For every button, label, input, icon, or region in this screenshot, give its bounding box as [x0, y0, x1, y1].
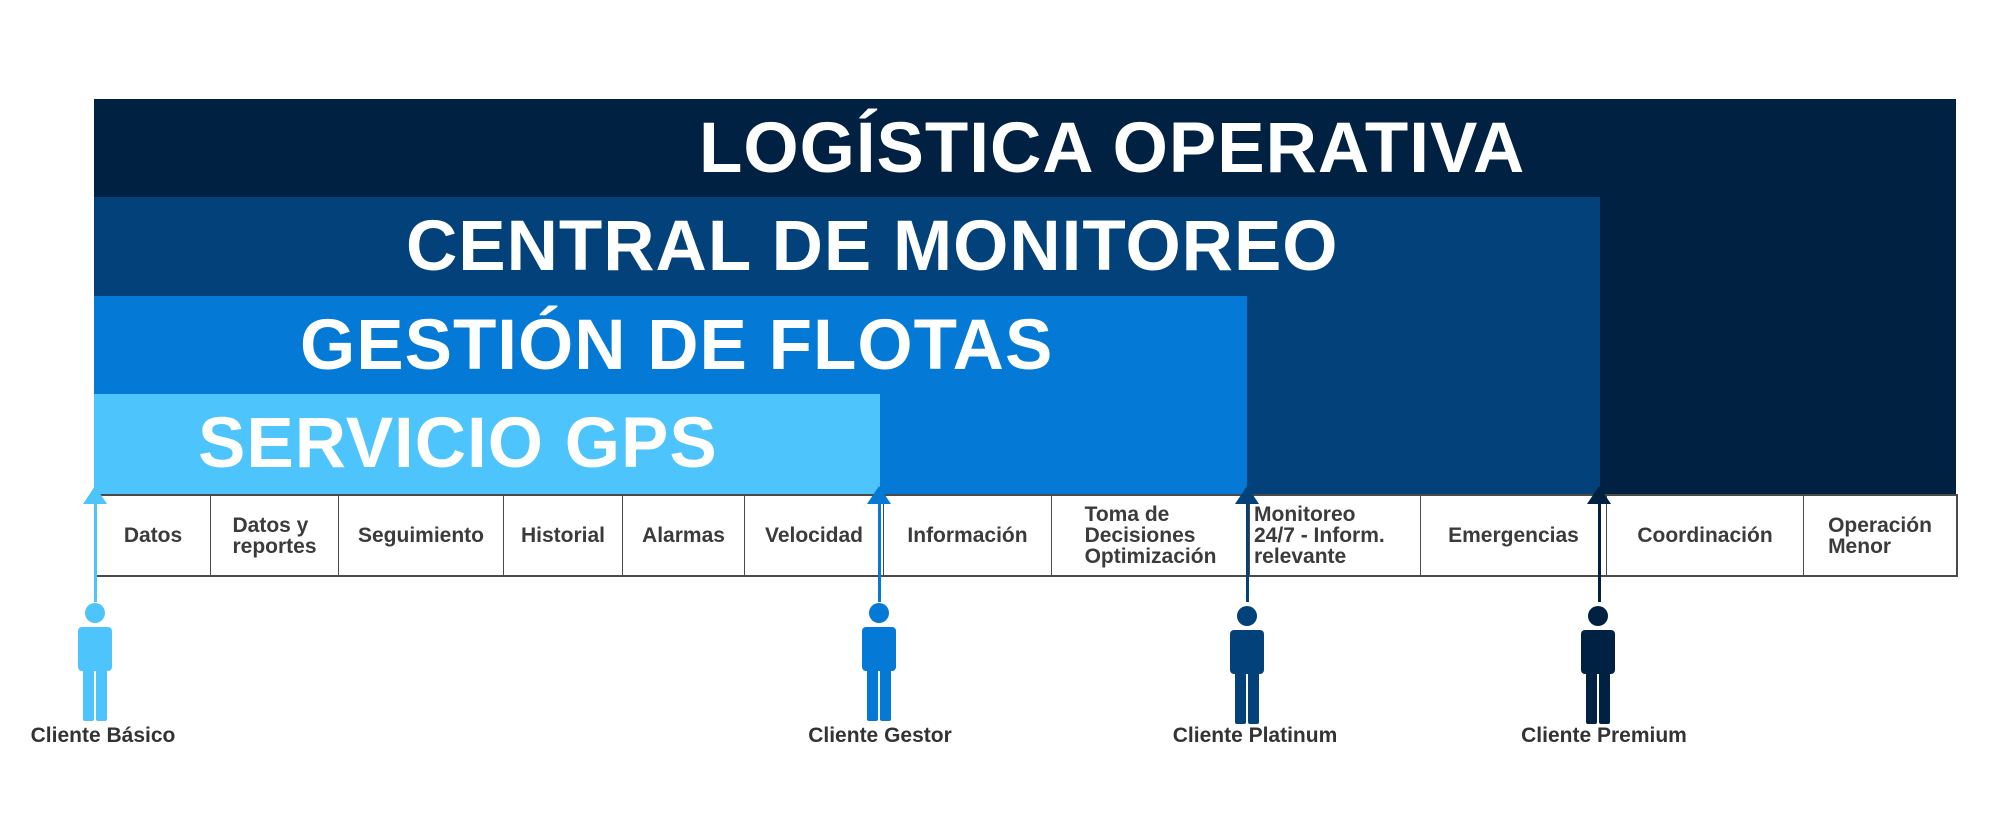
feature-cell: Seguimiento [339, 496, 504, 575]
layer-title-logistica-operativa: LOGÍSTICA OPERATIVA [699, 109, 1526, 188]
person-icon [859, 603, 899, 721]
arrow-up-icon [1587, 486, 1611, 602]
layer-servicio-gps: SERVICIO GPS [94, 394, 880, 495]
feature-cell: Coordinación [1607, 496, 1804, 575]
feature-cell: Datos [96, 496, 211, 575]
feature-cell: Velocidad [745, 496, 884, 575]
layer-title-gestion-de-flotas: GESTIÓN DE FLOTAS [300, 306, 1054, 385]
arrow-up-icon [1235, 486, 1259, 602]
feature-cell: Alarmas [623, 496, 745, 575]
feature-cell: Datos y reportes [211, 496, 339, 575]
person-icon [75, 603, 115, 721]
client-label-platinum: Cliente Platinum [1172, 724, 1338, 747]
person-icon [1227, 606, 1267, 724]
features-strip: Datos Datos y reportes Seguimiento Histo… [94, 494, 1958, 577]
feature-cell: Toma de Decisiones Optimización [1052, 496, 1250, 575]
feature-cell: Información [884, 496, 1052, 575]
feature-cell: Emergencias [1421, 496, 1607, 575]
layer-title-servicio-gps: SERVICIO GPS [198, 404, 718, 483]
layer-title-central-de-monitoreo: CENTRAL DE MONITOREO [406, 207, 1339, 286]
arrow-up-icon [867, 486, 891, 602]
client-label-gestor: Cliente Gestor [808, 724, 952, 747]
feature-cell: Operación Menor [1828, 513, 1932, 558]
feature-cell: Historial [504, 496, 623, 575]
client-label-premium: Cliente Premium [1521, 724, 1687, 747]
feature-cell: Monitoreo 24/7 - Inform. relevante [1250, 496, 1421, 575]
person-icon [1578, 606, 1618, 724]
arrow-up-icon [83, 486, 107, 602]
client-label-basico: Cliente Básico [30, 724, 176, 747]
